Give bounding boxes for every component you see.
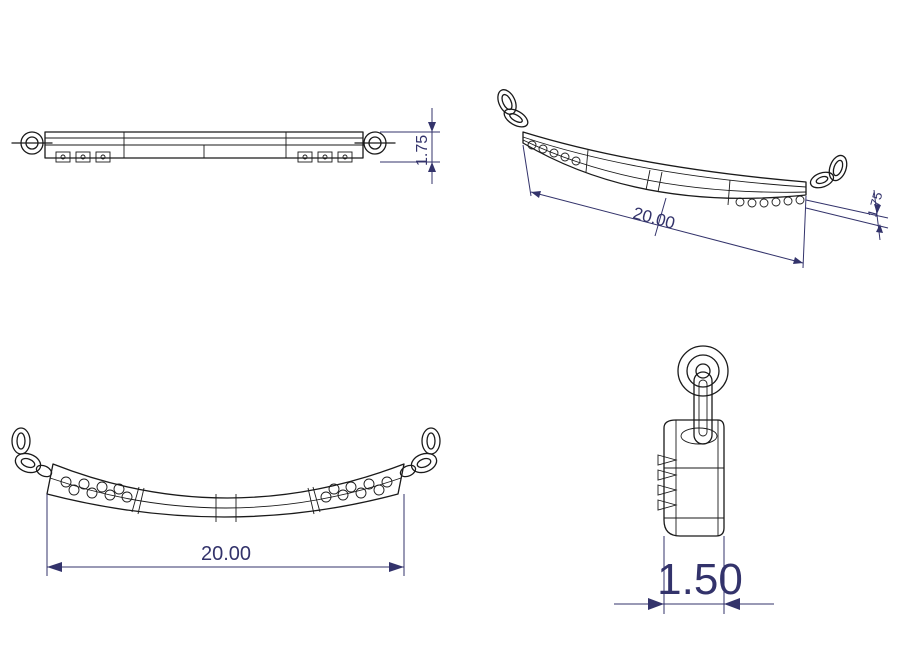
front-height-label: 1.75 xyxy=(414,135,431,166)
iso-left-chain xyxy=(497,89,529,128)
front-left-settings xyxy=(55,151,111,163)
side-body xyxy=(663,419,725,537)
iso-right-settings xyxy=(735,195,805,208)
isometric-view: 20.00 1.75 xyxy=(497,89,889,269)
side-ring xyxy=(677,345,729,397)
top-length-label: 20.00 xyxy=(201,543,251,565)
top-left-chain xyxy=(11,427,53,478)
side-view: 1.50 xyxy=(614,345,774,614)
iso-length-dimension: 20.00 xyxy=(522,144,807,269)
iso-height-label: 1.75 xyxy=(864,190,885,218)
side-width-dimension: 1.50 xyxy=(614,536,774,614)
front-height-dimension: 1.75 xyxy=(380,108,440,184)
top-left-stones xyxy=(60,476,133,503)
side-prongs xyxy=(657,454,678,511)
top-right-stones xyxy=(320,476,393,503)
iso-right-chain xyxy=(809,154,848,189)
side-link xyxy=(693,371,713,445)
top-length-dimension: 20.00 xyxy=(46,494,405,576)
iso-bar-body xyxy=(522,131,807,199)
iso-left-settings xyxy=(527,140,581,166)
front-view: 1.75 xyxy=(11,108,440,184)
top-view: 20.00 xyxy=(11,427,441,576)
front-right-settings xyxy=(297,151,353,163)
side-width-label: 1.50 xyxy=(657,555,743,604)
top-right-chain xyxy=(399,427,441,478)
top-bar-body xyxy=(46,463,405,518)
iso-length-label: 20.00 xyxy=(631,204,677,233)
iso-height-dimension: 1.75 xyxy=(805,189,889,241)
